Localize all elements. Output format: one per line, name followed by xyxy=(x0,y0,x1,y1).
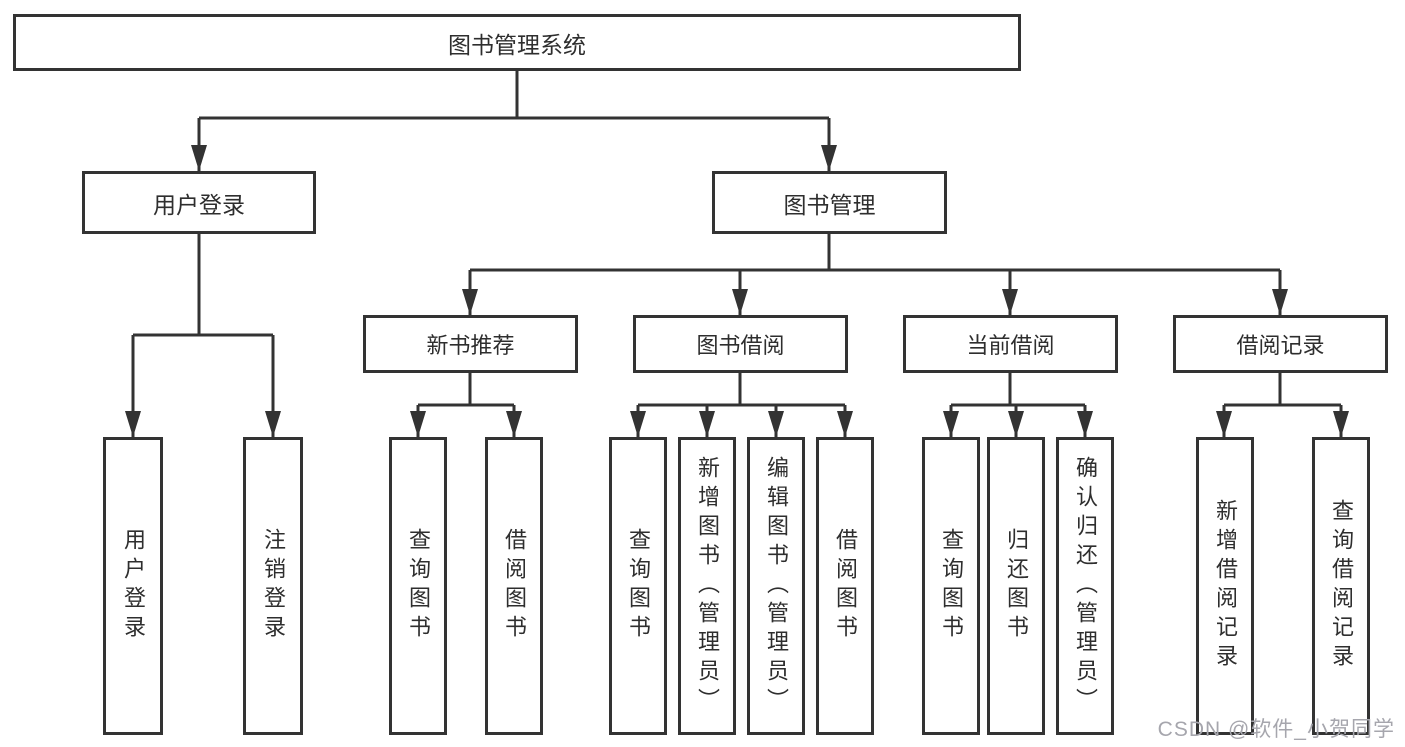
leaf-user-login: 用户登录 xyxy=(103,437,163,735)
leaf-bb-borrow-books: 借阅图书 xyxy=(816,437,874,735)
leaf-cb-confirm-return-admin: 确认归还（管理员） xyxy=(1056,437,1114,735)
leaf-br-add-record: 新增借阅记录 xyxy=(1196,437,1254,735)
leaf-br-query-record: 查询借阅记录 xyxy=(1312,437,1370,735)
node-user-login: 用户登录 xyxy=(82,171,316,234)
leaf-bb-add-books-admin: 新增图书（管理员） xyxy=(678,437,736,735)
node-new-book-recommendation: 新书推荐 xyxy=(363,315,578,373)
node-borrowing-records: 借阅记录 xyxy=(1173,315,1388,373)
node-book-management: 图书管理 xyxy=(712,171,947,234)
node-root-system: 图书管理系统 xyxy=(13,14,1021,71)
node-current-borrowing: 当前借阅 xyxy=(903,315,1118,373)
leaf-rec-borrow-books: 借阅图书 xyxy=(485,437,543,735)
node-book-borrowing: 图书借阅 xyxy=(633,315,848,373)
leaf-cb-return-books: 归还图书 xyxy=(987,437,1045,735)
leaf-bb-query-books: 查询图书 xyxy=(609,437,667,735)
leaf-rec-query-books: 查询图书 xyxy=(389,437,447,735)
leaf-cb-query-books: 查询图书 xyxy=(922,437,980,735)
leaf-logout: 注销登录 xyxy=(243,437,303,735)
csdn-watermark: CSDN @软件_小贺同学 xyxy=(1157,718,1395,741)
leaf-bb-edit-books-admin: 编辑图书（管理员） xyxy=(747,437,805,735)
